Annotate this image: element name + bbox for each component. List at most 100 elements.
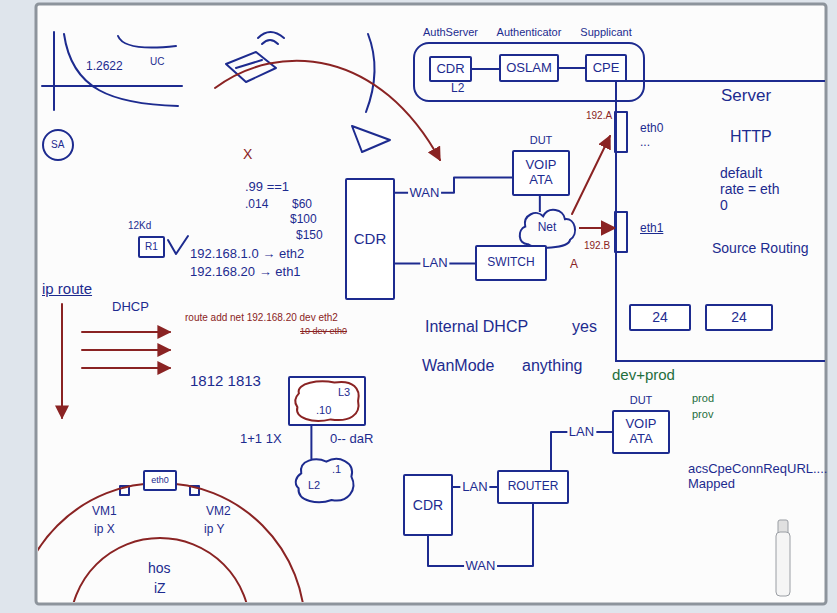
node-label: CDR bbox=[354, 230, 387, 247]
eth-box: eth0 bbox=[143, 470, 177, 491]
node-heading: AuthServer bbox=[423, 26, 478, 39]
check-mark bbox=[168, 236, 188, 254]
arrow-arc bbox=[215, 61, 440, 160]
arrow-line bbox=[61, 304, 63, 418]
blob-outline bbox=[295, 381, 359, 420]
connector-line bbox=[539, 196, 541, 212]
host-arc bbox=[38, 483, 305, 602]
whiteboard bbox=[36, 4, 826, 604]
node-label: eth0 bbox=[151, 475, 169, 485]
whiteboard-note: .99 ==1 bbox=[245, 180, 289, 195]
arrow-line bbox=[572, 136, 610, 214]
whiteboard-note: route add net 192.168.20 dev eth2 bbox=[185, 312, 338, 324]
whiteboard-note: X bbox=[243, 146, 252, 162]
node-label: Net bbox=[538, 221, 557, 235]
whiteboard-note: prod bbox=[692, 392, 714, 405]
l2-boundary: L2AuthServerCDRAuthenticatorOSLAMSupplic… bbox=[413, 42, 645, 102]
node-label: SWITCH bbox=[487, 256, 534, 270]
node-heading: DUT bbox=[530, 134, 553, 147]
switch-box: SWITCH bbox=[475, 245, 547, 281]
blob-outline bbox=[296, 459, 354, 502]
connector-line bbox=[310, 426, 312, 459]
whiteboard-note: hos bbox=[148, 560, 171, 576]
node-label: L2 bbox=[308, 479, 320, 492]
connector-label: WAN bbox=[408, 185, 442, 199]
whiteboard-note: default rate = eth 0 bbox=[720, 165, 780, 213]
node-label: L2 bbox=[451, 82, 464, 96]
axis-line bbox=[53, 32, 55, 110]
network-cloud: Net bbox=[515, 206, 579, 250]
whiteboard-note: 1.2622 bbox=[86, 60, 123, 74]
whiteboard-note: HTTP bbox=[730, 128, 772, 146]
whiteboard-note: 192.168.20 → eth1 bbox=[190, 265, 301, 280]
whiteboard-note: 192.168.1.0 → eth2 bbox=[190, 247, 304, 262]
cloud-outline bbox=[520, 210, 575, 248]
connector-label: LAN bbox=[567, 425, 596, 439]
blob-outline bbox=[290, 378, 364, 424]
whiteboard-note: acsCpeConnReqURL.... Mapped bbox=[688, 462, 837, 492]
axis-line bbox=[42, 85, 182, 87]
whiteboard-note: iZ bbox=[154, 580, 166, 596]
whiteboard-note: 12Kd bbox=[128, 220, 151, 232]
whiteboard-note: 10 dev eth0 bbox=[300, 326, 347, 336]
connector-line bbox=[472, 68, 499, 70]
node-label: VOIP ATA bbox=[519, 158, 563, 188]
connector-label: LAN bbox=[420, 256, 449, 270]
whiteboard-note: SA bbox=[51, 139, 64, 151]
node-label: CDR bbox=[436, 62, 464, 77]
arrow-line bbox=[82, 331, 170, 333]
vm-host-arcs bbox=[38, 483, 305, 602]
supplicant-box: SupplicantCPE bbox=[585, 54, 627, 82]
node-label: VOIP ATA bbox=[619, 417, 663, 447]
curve-sketch bbox=[64, 34, 178, 106]
cdr-box: CDR bbox=[403, 474, 453, 536]
red-sketch bbox=[15, 61, 610, 613]
whiteboard-note: Source Routing bbox=[712, 240, 809, 256]
arrow-line bbox=[82, 367, 170, 369]
host-arc bbox=[70, 538, 250, 602]
node-label: L3 bbox=[338, 386, 350, 399]
whiteboard-note: 1+1 1X bbox=[240, 432, 282, 447]
whiteboard-note: 1812 1813 bbox=[190, 372, 261, 389]
whiteboard-note: DHCP bbox=[112, 300, 149, 315]
whiteboard-note: Internal DHCP bbox=[425, 318, 528, 336]
node-label: CPE bbox=[593, 61, 620, 76]
bracket-sketch bbox=[366, 34, 375, 112]
whiteboard-note: ip route bbox=[42, 280, 92, 297]
whiteboard-note: $60 bbox=[292, 198, 312, 212]
whiteboard-note: anything bbox=[522, 357, 583, 375]
whiteboard-note: ... bbox=[640, 136, 650, 150]
rack-box: 24 bbox=[705, 304, 773, 331]
node-label: .10 bbox=[316, 404, 331, 417]
whiteboard-note: 192.A bbox=[586, 110, 612, 122]
node-label: ROUTER bbox=[508, 480, 559, 494]
node-label: 24 bbox=[731, 309, 747, 325]
router-box: R1 bbox=[138, 236, 165, 258]
whiteboard-note: eth0 bbox=[640, 122, 663, 136]
whiteboard-note: 192.B bbox=[584, 240, 610, 252]
node-heading: Authenticator bbox=[497, 26, 562, 39]
rack-box: 24 bbox=[629, 304, 691, 331]
connector-label: LAN bbox=[460, 480, 489, 494]
marker-pen bbox=[776, 532, 790, 596]
cdr-box: CDR bbox=[345, 178, 395, 300]
connector-line bbox=[579, 227, 615, 229]
whiteboard-note: eth1 bbox=[640, 222, 663, 236]
whiteboard-note: ip X bbox=[94, 523, 115, 537]
whiteboard-note: A bbox=[570, 258, 578, 272]
node-label: CDR bbox=[413, 497, 443, 513]
whiteboard-note: 0-- daR bbox=[330, 432, 373, 447]
node-label: OSLAM bbox=[506, 61, 552, 76]
l2-cloud: L2.1 bbox=[292, 455, 358, 505]
whiteboard-note: WanMode bbox=[422, 357, 494, 375]
whiteboard-note: yes bbox=[572, 318, 597, 336]
whiteboard-note: $100 bbox=[290, 213, 317, 227]
wifi-arc bbox=[262, 40, 278, 44]
whiteboard-note: UC bbox=[150, 56, 164, 68]
whiteboard-note: VM1 bbox=[92, 505, 117, 519]
dut-box: DUTVOIP ATA bbox=[612, 410, 670, 454]
blob-outline bbox=[292, 455, 358, 505]
laptop-sketch bbox=[226, 52, 276, 82]
node-label: R1 bbox=[145, 241, 158, 253]
sail-sketch bbox=[352, 126, 390, 152]
